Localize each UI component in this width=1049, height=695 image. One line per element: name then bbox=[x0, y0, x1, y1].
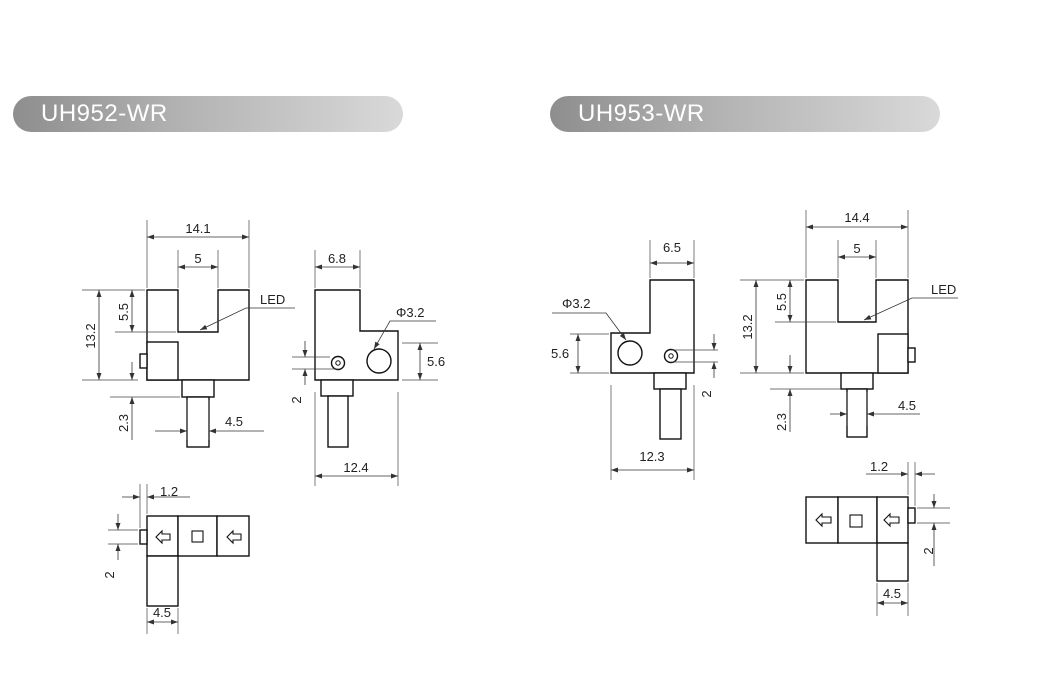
uh953-width-label: 14.4 bbox=[844, 210, 869, 225]
uh952-base bbox=[181, 379, 215, 398]
uh953-led-label: LED bbox=[931, 282, 956, 297]
uh953-lead-width-label: 4.5 bbox=[898, 398, 916, 413]
uh953-height-label: 13.2 bbox=[740, 314, 755, 339]
uh952-led-nub bbox=[139, 353, 148, 369]
uh953-front-view: 14.4 5 13.2 5.5 2.3 4.5 LED bbox=[740, 210, 958, 438]
model-title-uh953: UH953-WR bbox=[550, 96, 940, 132]
uh952-hole-label: Φ3.2 bbox=[396, 305, 424, 320]
uh952-height-label: 13.2 bbox=[83, 323, 98, 348]
uh952-bottom-led-offset-label: 2 bbox=[102, 571, 117, 578]
uh952-side-view: 6.8 Φ3.2 5.6 2 12.4 bbox=[289, 250, 445, 486]
uh952-led-offset-label: 2 bbox=[289, 396, 304, 403]
uh953-led-nub bbox=[907, 347, 916, 363]
uh953-bottom-lead-width-label: 4.5 bbox=[883, 586, 901, 601]
uh952-led-block bbox=[146, 341, 179, 381]
uh953-side-base bbox=[653, 372, 687, 390]
left-arrow-icon bbox=[226, 529, 242, 545]
model-title-uh952: UH952-WR bbox=[13, 96, 403, 132]
uh953-bottom-view: 1.2 2 4.5 bbox=[805, 459, 950, 616]
uh952-slot-label: 5 bbox=[194, 251, 201, 266]
uh952-side-base bbox=[320, 379, 354, 397]
uh952-hole-height-label: 5.6 bbox=[427, 354, 445, 369]
uh952-bottom-offset-label: 1.2 bbox=[160, 484, 178, 499]
uh952-total-width-label: 12.4 bbox=[343, 460, 368, 475]
uh953-bottom-offset-label: 1.2 bbox=[870, 459, 888, 474]
uh953-slot-label: 5 bbox=[853, 241, 860, 256]
uh952-lead-offset-label: 2.3 bbox=[116, 414, 131, 432]
uh952-width-label: 14.1 bbox=[185, 221, 210, 236]
uh952-bottom-view: 1.2 2 4.5 bbox=[102, 484, 250, 634]
uh952-led-label: LED bbox=[260, 292, 285, 307]
uh953-hole-circle bbox=[617, 340, 643, 366]
uh953-bottom-led-offset-label: 2 bbox=[921, 547, 936, 554]
square-icon bbox=[191, 530, 204, 543]
uh952-side-lead bbox=[327, 395, 349, 448]
uh953-hole-height-label: 5.6 bbox=[551, 346, 569, 361]
left-arrow-icon bbox=[883, 512, 900, 528]
uh952-slot-depth-label: 5.5 bbox=[116, 303, 131, 321]
uh952-hole-circle bbox=[366, 348, 392, 374]
uh953-slot-depth-label: 5.5 bbox=[774, 293, 789, 311]
uh952-lead bbox=[186, 396, 210, 448]
uh953-lead bbox=[846, 388, 868, 438]
uh952-bottom-lead-width-label: 4.5 bbox=[153, 605, 171, 620]
square-icon bbox=[849, 514, 863, 528]
uh952-front-view: 14.1 5 13.2 5.5 2.3 4.5 LED bbox=[82, 220, 295, 448]
uh953-total-width-label: 12.3 bbox=[639, 449, 664, 464]
uh953-side-view: 6.5 Φ3.2 5.6 2 12.3 bbox=[551, 240, 718, 480]
uh953-hole-label: Φ3.2 bbox=[562, 296, 590, 311]
left-arrow-icon bbox=[155, 529, 171, 545]
uh953-base bbox=[840, 372, 874, 390]
uh953-led-block bbox=[877, 333, 909, 374]
uh952-top-width-label: 6.8 bbox=[328, 251, 346, 266]
uh953-lead-offset-label: 2.3 bbox=[774, 413, 789, 431]
uh953-led-offset-label: 2 bbox=[699, 390, 714, 397]
uh953-side-lead bbox=[659, 388, 682, 440]
uh953-top-width-label: 6.5 bbox=[663, 240, 681, 255]
left-arrow-icon bbox=[815, 512, 832, 528]
uh952-lead-width-label: 4.5 bbox=[225, 414, 243, 429]
